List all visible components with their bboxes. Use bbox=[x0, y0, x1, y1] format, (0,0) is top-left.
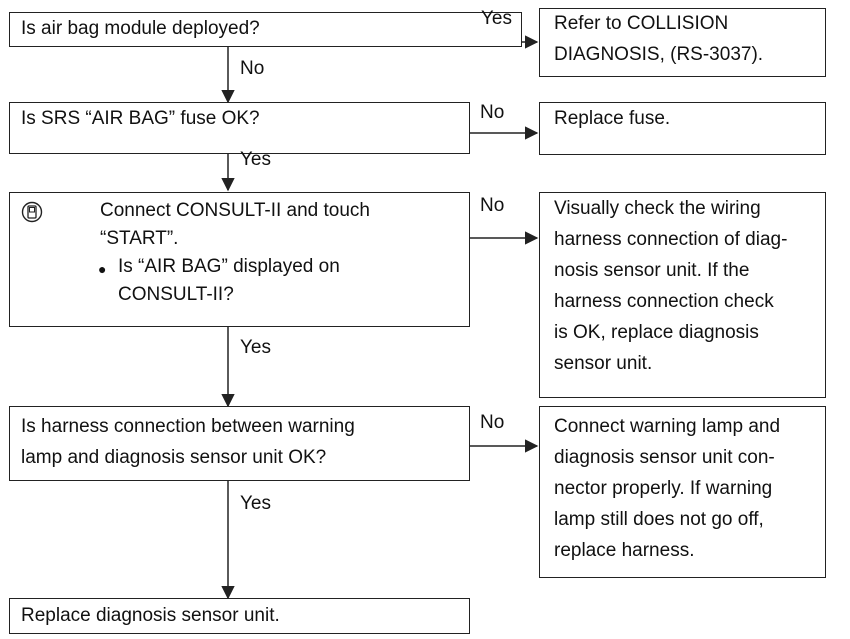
step-fuse-ok: Is SRS “AIR BAG” fuse OK? bbox=[9, 102, 470, 154]
branch-label-no: No bbox=[480, 102, 505, 123]
result-replace-fuse: Replace fuse. bbox=[539, 102, 826, 155]
step-text-line: lamp and diagnosis sensor unit OK? bbox=[21, 447, 327, 468]
step-text: Is SRS “AIR BAG” fuse OK? bbox=[21, 108, 260, 129]
branch-label-no: No bbox=[480, 412, 505, 433]
result-text-line: nosis sensor unit. If the bbox=[554, 260, 750, 281]
step-air-bag-deployed: Is air bag module deployed? bbox=[9, 12, 522, 47]
bullet-icon: ● bbox=[98, 261, 107, 277]
result-text-line: harness connection of diag- bbox=[554, 229, 788, 250]
result-text-line: diagnosis sensor unit con- bbox=[554, 447, 775, 468]
branch-label-yes: Yes bbox=[481, 8, 512, 29]
result-text-line: lamp still does not go off, bbox=[554, 509, 764, 530]
result-connect-lamp: Connect warning lamp and diagnosis senso… bbox=[539, 406, 826, 578]
result-text-line: Visually check the wiring bbox=[554, 198, 761, 219]
result-visual-check: Visually check the wiring harness connec… bbox=[539, 192, 826, 398]
step-consult-check: Connect CONSULT-II and touch “START”. ● … bbox=[9, 192, 470, 327]
step-harness-connection: Is harness connection between warning la… bbox=[9, 406, 470, 481]
result-text-line: harness connection check bbox=[554, 291, 774, 312]
step-text-line: “START”. bbox=[100, 228, 179, 249]
step-text-line: CONSULT-II? bbox=[118, 284, 234, 305]
result-collision-diagnosis: Refer to COLLISION DIAGNOSIS, (RS-3037). bbox=[539, 8, 826, 77]
step-text: Replace diagnosis sensor unit. bbox=[21, 605, 280, 626]
step-replace-sensor-unit: Replace diagnosis sensor unit. bbox=[9, 598, 470, 634]
step-text: Is air bag module deployed? bbox=[21, 18, 260, 39]
branch-label-yes: Yes bbox=[240, 149, 271, 170]
result-text-line: Connect warning lamp and bbox=[554, 416, 781, 437]
branch-label-yes: Yes bbox=[240, 337, 271, 358]
result-text-line: Replace fuse. bbox=[554, 108, 671, 129]
result-text-line: DIAGNOSIS, (RS-3037). bbox=[554, 44, 764, 65]
branch-label-yes: Yes bbox=[240, 493, 271, 514]
result-text-line: replace harness. bbox=[554, 540, 695, 561]
result-text-line: is OK, replace diagnosis bbox=[554, 322, 759, 343]
result-text-line: nector properly. If warning bbox=[554, 478, 773, 499]
result-text-line: Refer to COLLISION bbox=[554, 13, 729, 34]
result-text-line: sensor unit. bbox=[554, 353, 653, 374]
branch-label-no: No bbox=[480, 195, 505, 216]
step-text-line: Is harness connection between warning bbox=[21, 416, 355, 437]
branch-label-no: No bbox=[240, 58, 265, 79]
step-text-line: Is “AIR BAG” displayed on bbox=[118, 256, 340, 277]
step-text-line: Connect CONSULT-II and touch bbox=[100, 200, 370, 221]
consult-tester-icon bbox=[21, 201, 43, 223]
